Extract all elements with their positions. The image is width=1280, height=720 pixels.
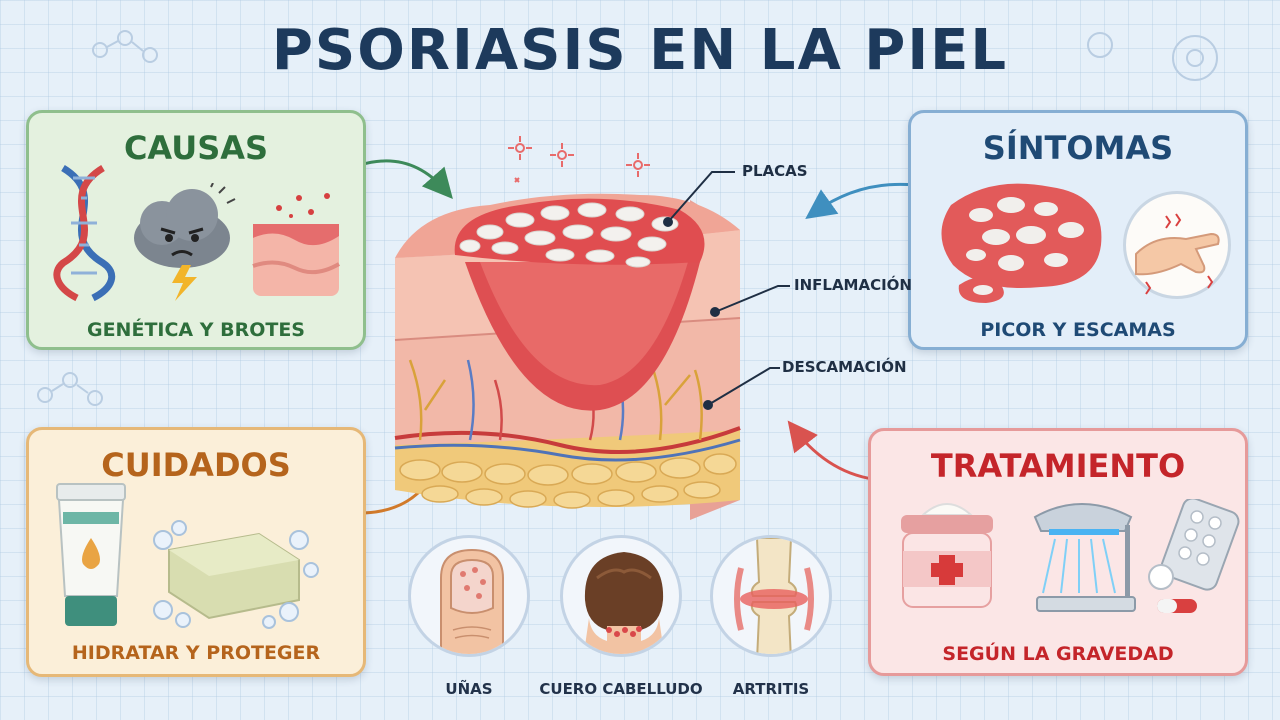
uv-lamp-icon — [1033, 503, 1136, 612]
arrow-sintomas — [805, 182, 916, 219]
label-inflamacion: INFLAMACIÓN — [794, 276, 912, 294]
sintomas-title: SÍNTOMAS — [982, 129, 1174, 167]
causas-title: CAUSAS — [123, 129, 269, 167]
cream-jar-icon — [901, 503, 993, 608]
irritation-spark-icon — [508, 136, 650, 183]
cream-tube-icon — [56, 483, 126, 626]
skin-layer-icon — [252, 193, 341, 296]
scaly-plaque-icon — [941, 183, 1102, 303]
area-label-unas: UÑAS — [445, 680, 493, 698]
cuidados-title: CUIDADOS — [101, 446, 291, 484]
nail-icon — [408, 535, 530, 657]
pills-icon — [1148, 499, 1240, 613]
card-tratamiento: TRATAMIENTO SEGÚN LA GRAVEDAD — [868, 428, 1248, 676]
area-label-cuero-cabelludo: CUERO CABELLUDO — [539, 680, 703, 698]
label-placas: PLACAS — [742, 162, 808, 180]
arrow-causas — [359, 159, 453, 200]
page-title: PSORIASIS EN LA PIEL — [271, 18, 1009, 83]
cuidados-caption: HIDRATAR Y PROTEGER — [71, 642, 321, 664]
angry-storm-cloud-icon — [134, 183, 236, 301]
itching-hand-icon — [1123, 191, 1231, 299]
soap-bar-icon — [153, 520, 319, 629]
dna-icon — [53, 165, 116, 302]
area-label-artritis: ARTRITIS — [732, 680, 810, 698]
molecule-decoration-icon — [37, 30, 1218, 406]
scalp-icon — [560, 535, 682, 657]
joint-icon — [710, 535, 832, 657]
label-descamacion: DESCAMACIÓN — [782, 358, 907, 376]
sintomas-caption: PICOR Y ESCAMAS — [980, 319, 1176, 341]
card-causas: CAUSAS GENÉTICA Y BROTES — [26, 110, 366, 350]
card-sintomas: SÍNTOMAS PICOR Y ESCAMAS — [908, 110, 1248, 350]
card-cuidados: CUIDADOS HIDRATAR Y PROTEGER — [26, 427, 366, 677]
tratamiento-title: TRATAMIENTO — [930, 447, 1186, 485]
causas-caption: GENÉTICA Y BROTES — [86, 319, 305, 341]
tratamiento-caption: SEGÚN LA GRAVEDAD — [942, 643, 1174, 665]
